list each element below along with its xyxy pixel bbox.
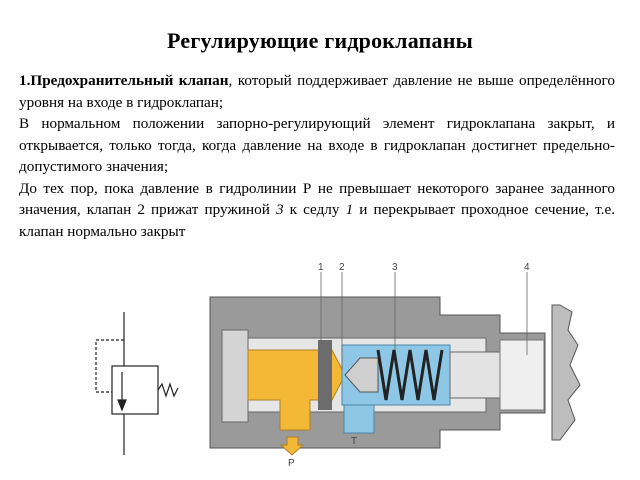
spring-number: 3: [275, 201, 284, 218]
valve-name: 1.Предохранительный клапан: [19, 72, 229, 89]
port-t-label: T: [351, 436, 357, 447]
pressure-arrow: [279, 436, 305, 456]
paragraph-3-part2: к седлу: [283, 201, 346, 218]
page-title: Регулирующие гидроклапаны: [167, 28, 473, 53]
paragraph-3: До тех пор, пока давление в гидролинии Р…: [19, 178, 615, 243]
callout-3: 3: [392, 262, 398, 273]
spring: [376, 349, 444, 401]
valve-seat: [318, 340, 332, 410]
poppet: [344, 357, 379, 393]
callout-1: 1: [318, 262, 324, 273]
port-p-label: P: [288, 458, 295, 469]
paragraph-3-part3: и перекрывает проходное сечение, т.е. кл…: [19, 201, 616, 240]
tank-channel: [343, 404, 375, 434]
paragraph-1: 1.Предохранительный клапан, который подд…: [19, 70, 615, 113]
seat-number: 1: [345, 201, 354, 218]
paragraph-3-part1: До тех пор, пока давление в гидролинии Р…: [19, 179, 615, 219]
valve-cross-section: 1 2 3 4 P T: [209, 262, 581, 469]
screw-shaft: [499, 339, 545, 411]
callout-4: 4: [524, 262, 530, 273]
left-cap: [221, 329, 249, 423]
description-text: 1.Предохранительный клапан, который подд…: [19, 70, 615, 242]
callout-2: 2: [339, 262, 345, 273]
handwheel: [551, 304, 581, 441]
paragraph-2: В нормальном положении запорно-регулирую…: [19, 115, 615, 175]
relief-valve-symbol: [95, 312, 179, 455]
paragraph-1-text: , который поддерживает давление не выше …: [19, 72, 615, 111]
